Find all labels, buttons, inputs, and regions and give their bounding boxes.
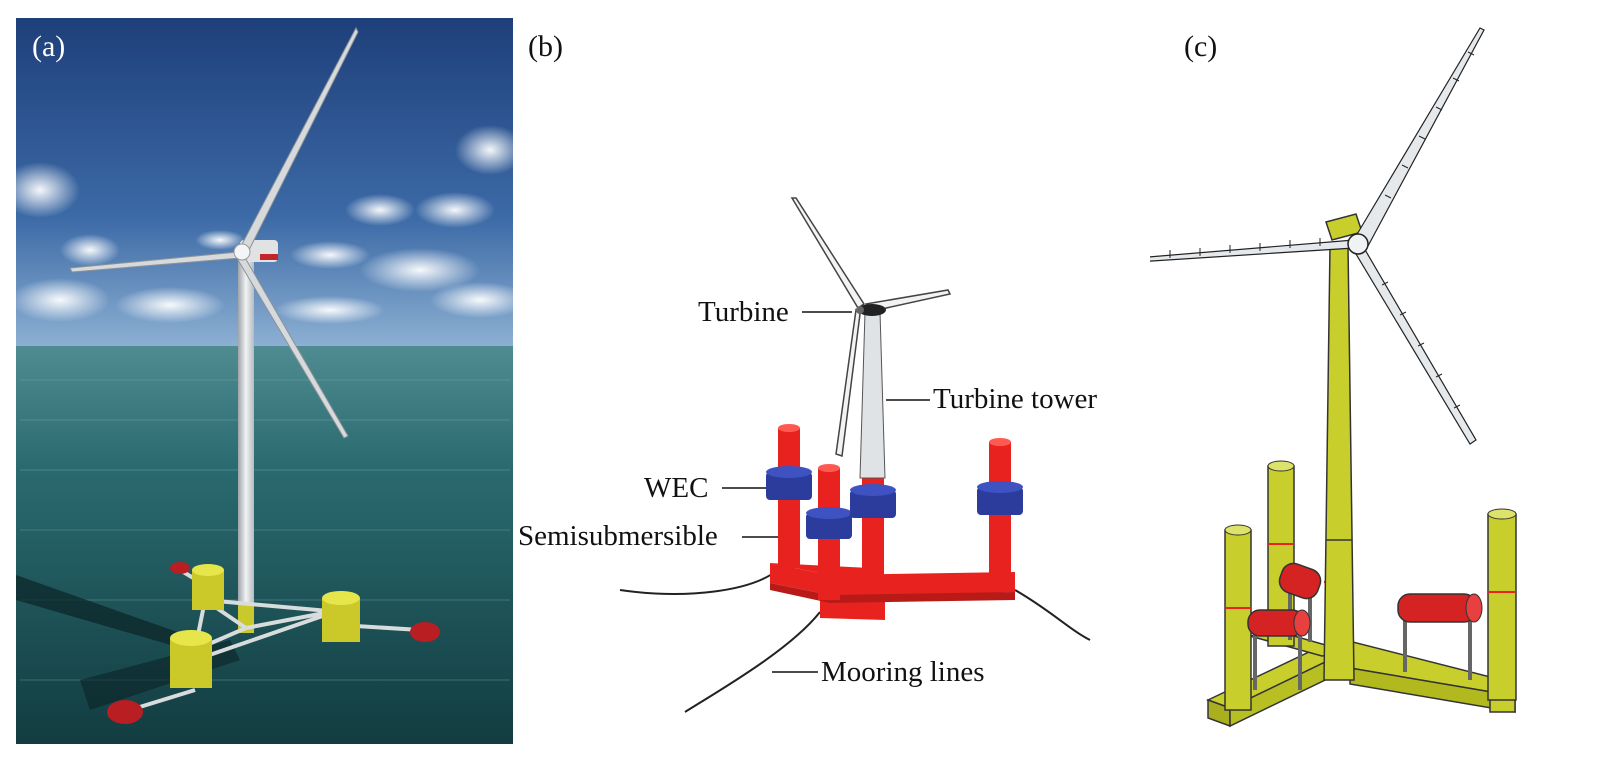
numerical-model-drawing: [1150, 27, 1517, 728]
label-turbine: Turbine: [698, 296, 789, 328]
nacelle-drawing: [858, 304, 886, 316]
leader-lines: [722, 311, 930, 673]
label-wec: WEC: [644, 472, 709, 504]
panel-label-a: (a): [32, 30, 66, 63]
panel-label-b: (b): [528, 30, 563, 63]
wec-cylinders: [1247, 562, 1483, 637]
panel-c-model: (c): [1150, 0, 1612, 774]
rotor-drawing: [790, 197, 952, 458]
tower: [238, 252, 254, 632]
panel-label-c: (c): [1184, 30, 1218, 63]
label-semisubmersible: Semisubmersible: [518, 520, 718, 552]
label-turbine-tower: Turbine tower: [933, 383, 1098, 415]
panel-b-schematic: Turbine Turbine tower WEC Semisubmersibl…: [518, 0, 1150, 774]
clouds: [0, 125, 530, 324]
yellow-floats: [170, 564, 360, 688]
waves: [20, 379, 510, 681]
pontoon-shadows: [770, 583, 1015, 603]
rendered-scene-image: [0, 18, 530, 744]
tower-drawing: [859, 311, 886, 479]
red-devices: [107, 562, 440, 724]
panel-a-rendered-scene: (a): [0, 0, 540, 774]
blade-segments: [1169, 51, 1475, 409]
label-mooring-lines: Mooring lines: [821, 656, 985, 688]
wec-units: [766, 466, 1023, 539]
mooring-lines-drawing: [619, 571, 1091, 713]
schematic-drawing: [619, 197, 1091, 713]
rotor-model: [1150, 27, 1485, 445]
tower-model: [1323, 245, 1355, 681]
